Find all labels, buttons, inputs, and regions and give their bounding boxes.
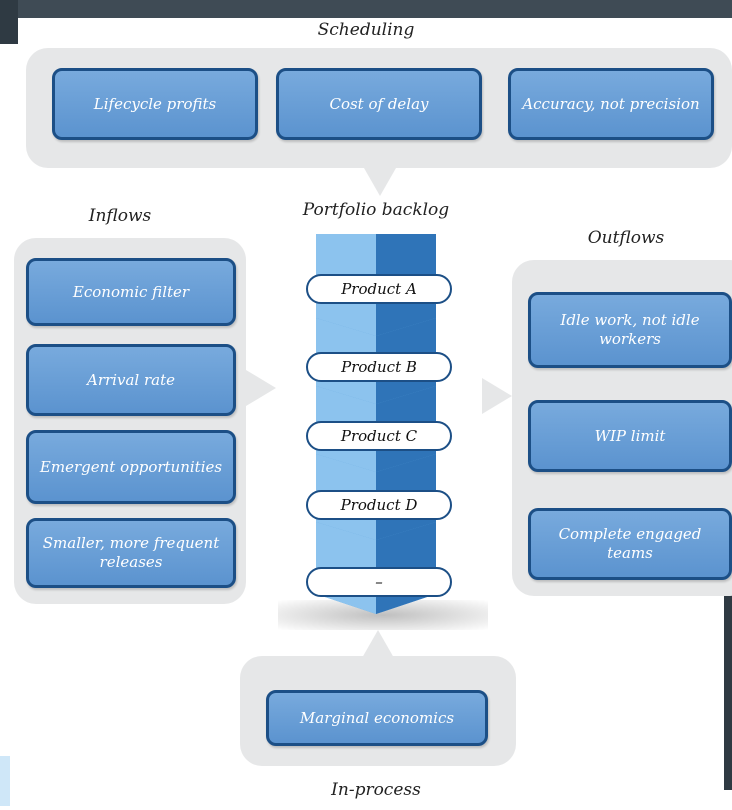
inflow-box-smaller-releases: Smaller, more frequent releases bbox=[26, 518, 236, 588]
scheduling-pointer bbox=[364, 168, 396, 196]
right-edge-strip bbox=[724, 590, 732, 790]
scheduling-label: Scheduling bbox=[317, 20, 415, 40]
backlog-label: Portfolio backlog bbox=[302, 200, 450, 220]
scheduling-box-lifecycle-profits: Lifecycle profits bbox=[52, 68, 258, 140]
left-edge-strip bbox=[0, 756, 10, 806]
backlog-item-empty: – bbox=[306, 567, 452, 597]
inprocess-label: In-process bbox=[331, 780, 421, 800]
inprocess-pointer bbox=[362, 630, 394, 658]
inflows-pointer bbox=[246, 370, 276, 406]
backlog-shadow bbox=[278, 600, 488, 630]
scheduling-box-accuracy: Accuracy, not precision bbox=[508, 68, 714, 140]
backlog-item-product-b: Product B bbox=[306, 352, 452, 382]
outflow-box-complete-teams: Complete engaged teams bbox=[528, 508, 732, 580]
outflow-box-wip-limit: WIP limit bbox=[528, 400, 732, 472]
backlog-item-product-c: Product C bbox=[306, 421, 452, 451]
inflow-box-arrival-rate: Arrival rate bbox=[26, 344, 236, 416]
top-bar bbox=[0, 0, 732, 18]
top-left-edge bbox=[0, 0, 18, 44]
inflow-box-economic-filter: Economic filter bbox=[26, 258, 236, 326]
outflows-label: Outflows bbox=[587, 228, 665, 248]
inflows-label: Inflows bbox=[88, 206, 152, 226]
backlog-item-product-a: Product A bbox=[306, 274, 452, 304]
backlog-item-product-d: Product D bbox=[306, 490, 452, 520]
outflow-box-idle-work: Idle work, not idle workers bbox=[528, 292, 732, 368]
inprocess-box-marginal-economics: Marginal economics bbox=[266, 690, 488, 746]
inflow-box-emergent-opportunities: Emergent opportunities bbox=[26, 430, 236, 504]
outflows-pointer bbox=[482, 378, 512, 414]
scheduling-box-cost-of-delay: Cost of delay bbox=[276, 68, 482, 140]
